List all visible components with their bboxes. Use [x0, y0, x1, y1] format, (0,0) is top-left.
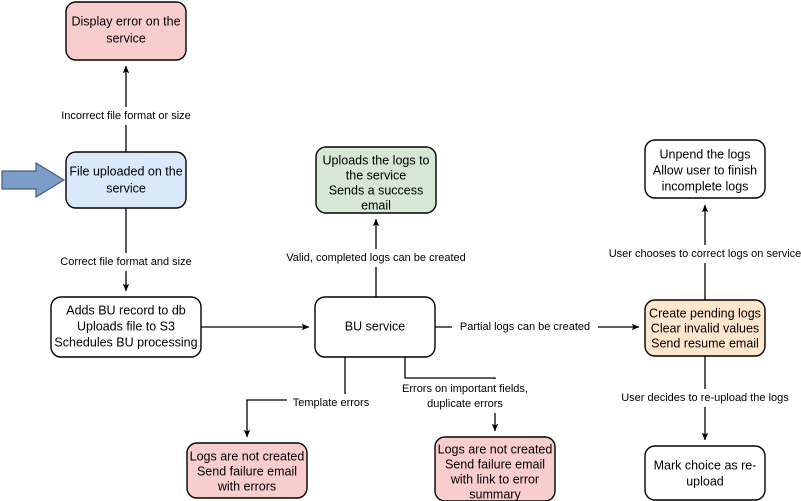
edge-label-bg — [615, 389, 795, 407]
edges-layer: Incorrect file format or size Correct fi… — [50, 65, 801, 441]
node-label-line: Schedules BU processing — [54, 335, 197, 349]
edge-label-template-errors: Template errors — [293, 397, 370, 409]
node-label-line: Clear invalid values — [651, 321, 759, 335]
node-unpend-logs[interactable]: Unpend the logs Allow user to finish inc… — [644, 139, 766, 199]
edge-label-incorrect-format: Incorrect file format or size — [61, 110, 191, 122]
edge-label-bg — [50, 107, 202, 125]
edge-label-bg — [452, 318, 598, 336]
node-label-line: service — [106, 181, 146, 195]
node-label-line: Send failure email — [445, 457, 545, 471]
edge-label-bg — [287, 394, 375, 412]
edge-correct-format: Correct file format and size — [52, 208, 200, 292]
node-label-line: with errors — [217, 479, 276, 493]
node-label-line: with link to error — [450, 472, 539, 486]
node-shape[interactable] — [644, 139, 766, 199]
node-label-line: incomplete logs — [662, 179, 749, 193]
node-label-line: Unpend the logs — [659, 147, 750, 161]
edge-label-valid-completed: Valid, completed logs can be created — [286, 252, 466, 264]
node-label-line: Send failure email — [197, 464, 297, 478]
node-label-line: File uploaded on the — [69, 164, 182, 178]
node-mark-choice-reupload[interactable]: Mark choice as re- upload — [644, 445, 766, 501]
node-label-line: email — [361, 198, 391, 212]
node-label-line: Send resume email — [651, 336, 759, 350]
edge-important-field-errors: Errors on important fields, duplicate er… — [390, 357, 540, 432]
node-shape[interactable] — [65, 1, 187, 61]
node-label-line: service — [106, 31, 146, 45]
nodes-layer: Display error on the service File upload… — [50, 1, 766, 501]
node-label-line: summary — [469, 487, 521, 501]
edge-label-bg — [280, 249, 472, 267]
node-label-line: Allow user to finish — [653, 163, 757, 177]
edge-label-user-corrects-logs: User chooses to correct logs on service — [609, 248, 801, 260]
node-logs-not-created-template[interactable]: Logs are not created Send failure email … — [186, 442, 308, 499]
node-bu-service[interactable]: BU service — [314, 296, 436, 358]
node-shape[interactable] — [315, 146, 437, 214]
edge-incorrect-format: Incorrect file format or size — [50, 65, 202, 152]
edge-label-bg — [390, 379, 540, 413]
node-shape[interactable] — [186, 442, 308, 499]
edge-partial-logs: Partial logs can be created — [435, 318, 640, 336]
node-file-uploaded[interactable]: File uploaded on the service — [65, 151, 187, 209]
node-label-line: Adds BU record to db — [66, 303, 186, 317]
edge-label-bg — [603, 245, 801, 263]
node-shape[interactable] — [50, 296, 202, 358]
edge-template-errors: Template errors — [243, 357, 375, 438]
node-label-line: Mark choice as re- — [654, 458, 757, 472]
node-label-line: Logs are not created — [190, 449, 305, 463]
node-label-line: Create pending logs — [649, 306, 761, 320]
edge-user-corrects-logs: User chooses to correct logs on service — [603, 204, 801, 300]
entry-arrow — [1, 161, 66, 199]
edge-user-reuploads: User decides to re-upload the logs — [615, 356, 795, 441]
node-label-line: Display error on the — [71, 14, 180, 28]
node-shape[interactable] — [434, 436, 556, 501]
node-shape[interactable] — [644, 445, 766, 501]
node-label-line: the service — [346, 168, 406, 182]
edge-label-bg — [52, 253, 200, 271]
node-shape[interactable] — [65, 151, 187, 209]
node-label-line: Logs are not created — [438, 442, 553, 456]
node-adds-bu-record[interactable]: Adds BU record to db Uploads file to S3 … — [50, 296, 202, 358]
node-shape[interactable] — [644, 299, 766, 357]
node-label-line: Uploads file to S3 — [77, 319, 175, 333]
node-logs-not-created-summary[interactable]: Logs are not created Send failure email … — [434, 436, 556, 501]
edge-label-user-reuploads: User decides to re-upload the logs — [621, 392, 789, 404]
edge-label-correct-format: Correct file format and size — [60, 256, 191, 268]
edge-label-partial-logs: Partial logs can be created — [460, 321, 590, 333]
node-label-line: BU service — [345, 319, 405, 333]
edge-label-important-field-errors-line2: duplicate errors — [427, 398, 503, 410]
node-label-line: Sends a success — [329, 183, 424, 197]
node-shape[interactable] — [314, 296, 436, 358]
node-display-error[interactable]: Display error on the service — [65, 1, 187, 61]
node-label-line: upload — [686, 474, 724, 488]
edge-label-important-field-errors-line1: Errors on important fields, — [402, 383, 528, 395]
entry-arrow-shape — [1, 161, 66, 199]
node-uploads-logs[interactable]: Uploads the logs to the service Sends a … — [315, 146, 437, 214]
node-label-line: Uploads the logs to — [322, 153, 429, 167]
edge-valid-completed: Valid, completed logs can be created — [280, 218, 472, 297]
node-create-pending-logs[interactable]: Create pending logs Clear invalid values… — [644, 299, 766, 357]
